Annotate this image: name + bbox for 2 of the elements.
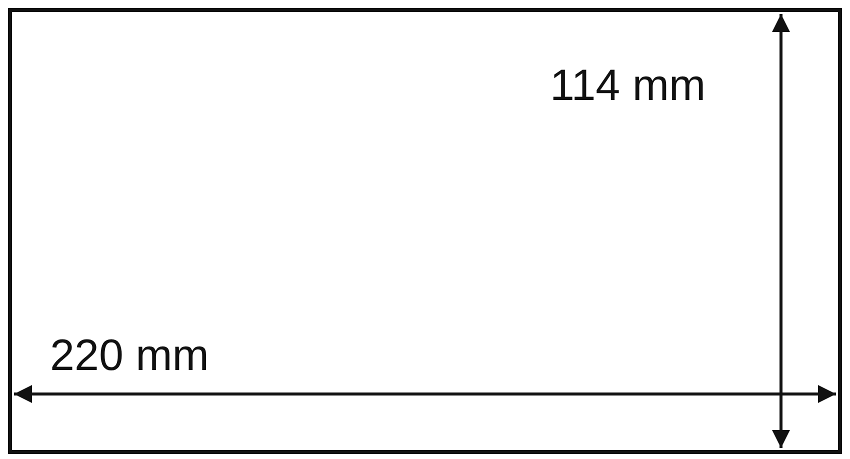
dimension-label: 114 mm (550, 64, 706, 108)
dimension-label: 220 mm (50, 334, 209, 378)
